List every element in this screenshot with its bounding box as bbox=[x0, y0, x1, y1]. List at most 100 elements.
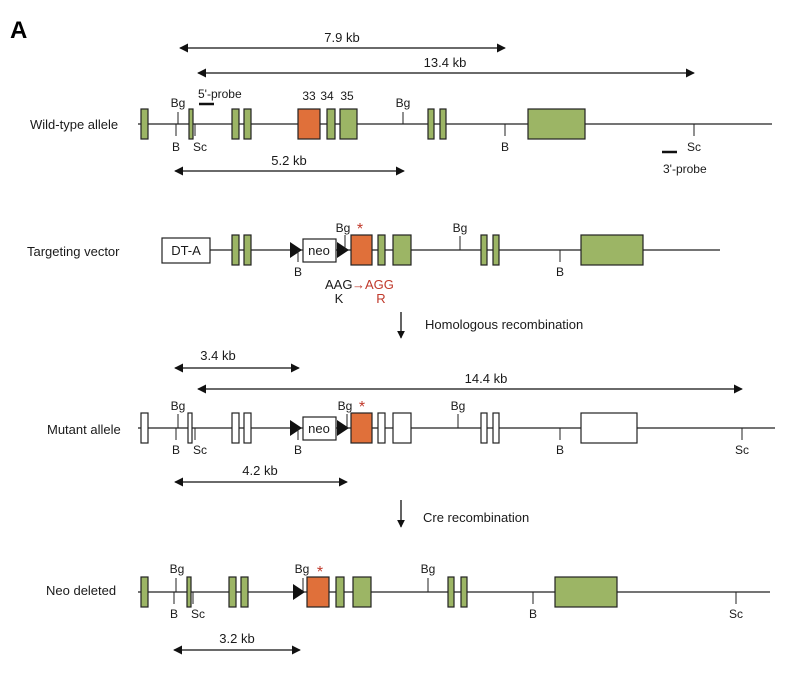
tv-exon bbox=[243, 234, 252, 266]
loxp-icon bbox=[290, 420, 302, 436]
wt-exon bbox=[188, 108, 194, 140]
wt-5-2-label: 5.2 kb bbox=[271, 153, 306, 168]
cre-label: Cre recombination bbox=[423, 510, 529, 525]
nd-b-site: B bbox=[529, 607, 537, 621]
wt-exon bbox=[527, 108, 586, 140]
nd-bg-site: Bg bbox=[421, 562, 436, 576]
aa-to: R bbox=[376, 291, 385, 306]
mut-neo-label: neo bbox=[308, 421, 330, 436]
wt-b-site: B bbox=[172, 140, 180, 154]
nd-exon bbox=[352, 576, 372, 608]
wt-7-9-label: 7.9 kb bbox=[324, 30, 359, 45]
codon-to: →AGG bbox=[352, 277, 394, 292]
targeting-label: Targeting vector bbox=[27, 244, 120, 259]
wt-exon bbox=[140, 108, 149, 140]
nd-bg-site: Bg bbox=[295, 562, 310, 576]
nd-exon bbox=[186, 576, 192, 608]
loxp-icon bbox=[293, 584, 305, 600]
mut-b-site: B bbox=[556, 443, 564, 457]
mut-4-2-label: 4.2 kb bbox=[242, 463, 277, 478]
nd-3-2-label: 3.2 kb bbox=[219, 631, 254, 646]
mut-14-4-label: 14.4 kb bbox=[465, 371, 508, 386]
mut-exon bbox=[392, 412, 412, 444]
mut-exon bbox=[243, 412, 252, 444]
tv-b-site: B bbox=[556, 265, 564, 279]
mut-exon bbox=[492, 412, 500, 444]
nd-exon bbox=[447, 576, 455, 608]
neo-deleted-label: Neo deleted bbox=[46, 583, 116, 598]
mut-neo-cassette bbox=[302, 416, 337, 441]
neo-label: neo bbox=[308, 243, 330, 258]
tv-exon bbox=[580, 234, 644, 266]
nd-mutated-exon bbox=[306, 576, 330, 608]
nd-exon bbox=[460, 576, 468, 608]
nd-bg-site: Bg bbox=[170, 562, 185, 576]
wt-exon bbox=[439, 108, 447, 140]
wt-b-site: B bbox=[501, 140, 509, 154]
mut-exon bbox=[580, 412, 638, 444]
tv-exon bbox=[392, 234, 412, 266]
wt-exon-33-label: 33 bbox=[302, 89, 316, 103]
wt-exon-35-label: 35 bbox=[340, 89, 354, 103]
wt-bg-site: Bg bbox=[171, 96, 186, 110]
nd-exon bbox=[240, 576, 249, 608]
homologous-label: Homologous recombination bbox=[425, 317, 583, 332]
mut-bg-site: Bg bbox=[338, 399, 353, 413]
tv-b-site: B bbox=[294, 265, 302, 279]
wt-exon-35 bbox=[339, 108, 358, 140]
mutation-star: * bbox=[357, 221, 363, 238]
wt-exon bbox=[243, 108, 252, 140]
wt-3-probe-label: 3'-probe bbox=[663, 162, 707, 176]
targeting-row: Targeting vector DT-A neo * Bg Bg B B AA… bbox=[27, 221, 720, 306]
mut-mutated-exon bbox=[350, 412, 373, 444]
wildtype-label: Wild-type allele bbox=[30, 117, 118, 132]
loxp-icon bbox=[337, 242, 349, 258]
mutant-row: 3.4 kb 14.4 kb Mutant allele neo * Bg Bg… bbox=[47, 348, 775, 487]
wt-5-probe-label: 5'-probe bbox=[198, 87, 242, 101]
nd-exon bbox=[140, 576, 149, 608]
dta-cassette bbox=[161, 237, 211, 264]
nd-sc-site: Sc bbox=[191, 607, 205, 621]
wt-exon bbox=[427, 108, 435, 140]
wt-sc-site: Sc bbox=[193, 140, 207, 154]
mut-sc-site: Sc bbox=[193, 443, 207, 457]
neo-deleted-row: Neo deleted * Bg Bg Bg B Sc B Sc 3.2 kb bbox=[46, 562, 770, 655]
nd-exon bbox=[335, 576, 345, 608]
wildtype-row: 7.9 kb 13.4 kb Wild-type allele 5'-probe… bbox=[30, 30, 772, 176]
wt-bg-site: Bg bbox=[396, 96, 411, 110]
tv-bg-site: Bg bbox=[453, 221, 468, 235]
tv-exon bbox=[377, 234, 386, 266]
codon-from: AAG bbox=[325, 277, 352, 292]
loxp-icon bbox=[290, 242, 302, 258]
nd-sc-site: Sc bbox=[729, 607, 743, 621]
mutant-label: Mutant allele bbox=[47, 422, 121, 437]
wt-exon bbox=[231, 108, 240, 140]
wt-exon-34 bbox=[326, 108, 336, 140]
mut-b-site: B bbox=[172, 443, 180, 457]
nd-exon bbox=[554, 576, 618, 608]
tv-mutated-exon bbox=[350, 234, 373, 266]
aa-from: K bbox=[335, 291, 344, 306]
mut-exon bbox=[377, 412, 386, 444]
tv-bg-site: Bg bbox=[336, 221, 351, 235]
neo-cassette bbox=[302, 238, 337, 263]
mut-sc-site: Sc bbox=[735, 443, 749, 457]
mut-3-4-label: 3.4 kb bbox=[200, 348, 235, 363]
wt-exon-33 bbox=[297, 108, 321, 140]
nd-mutation-star: * bbox=[317, 564, 323, 581]
nd-b-site: B bbox=[170, 607, 178, 621]
wt-sc-site: Sc bbox=[687, 140, 701, 154]
nd-exon bbox=[228, 576, 237, 608]
dta-label: DT-A bbox=[171, 243, 201, 258]
mut-mutation-star: * bbox=[359, 399, 365, 416]
mut-b-site: B bbox=[294, 443, 302, 457]
tv-exon bbox=[231, 234, 240, 266]
mut-exon bbox=[480, 412, 488, 444]
mut-exon bbox=[231, 412, 240, 444]
mut-exon bbox=[187, 412, 193, 444]
tv-exon bbox=[492, 234, 500, 266]
wt-13-4-label: 13.4 kb bbox=[424, 55, 467, 70]
mut-exon bbox=[140, 412, 149, 444]
mut-bg-site: Bg bbox=[451, 399, 466, 413]
